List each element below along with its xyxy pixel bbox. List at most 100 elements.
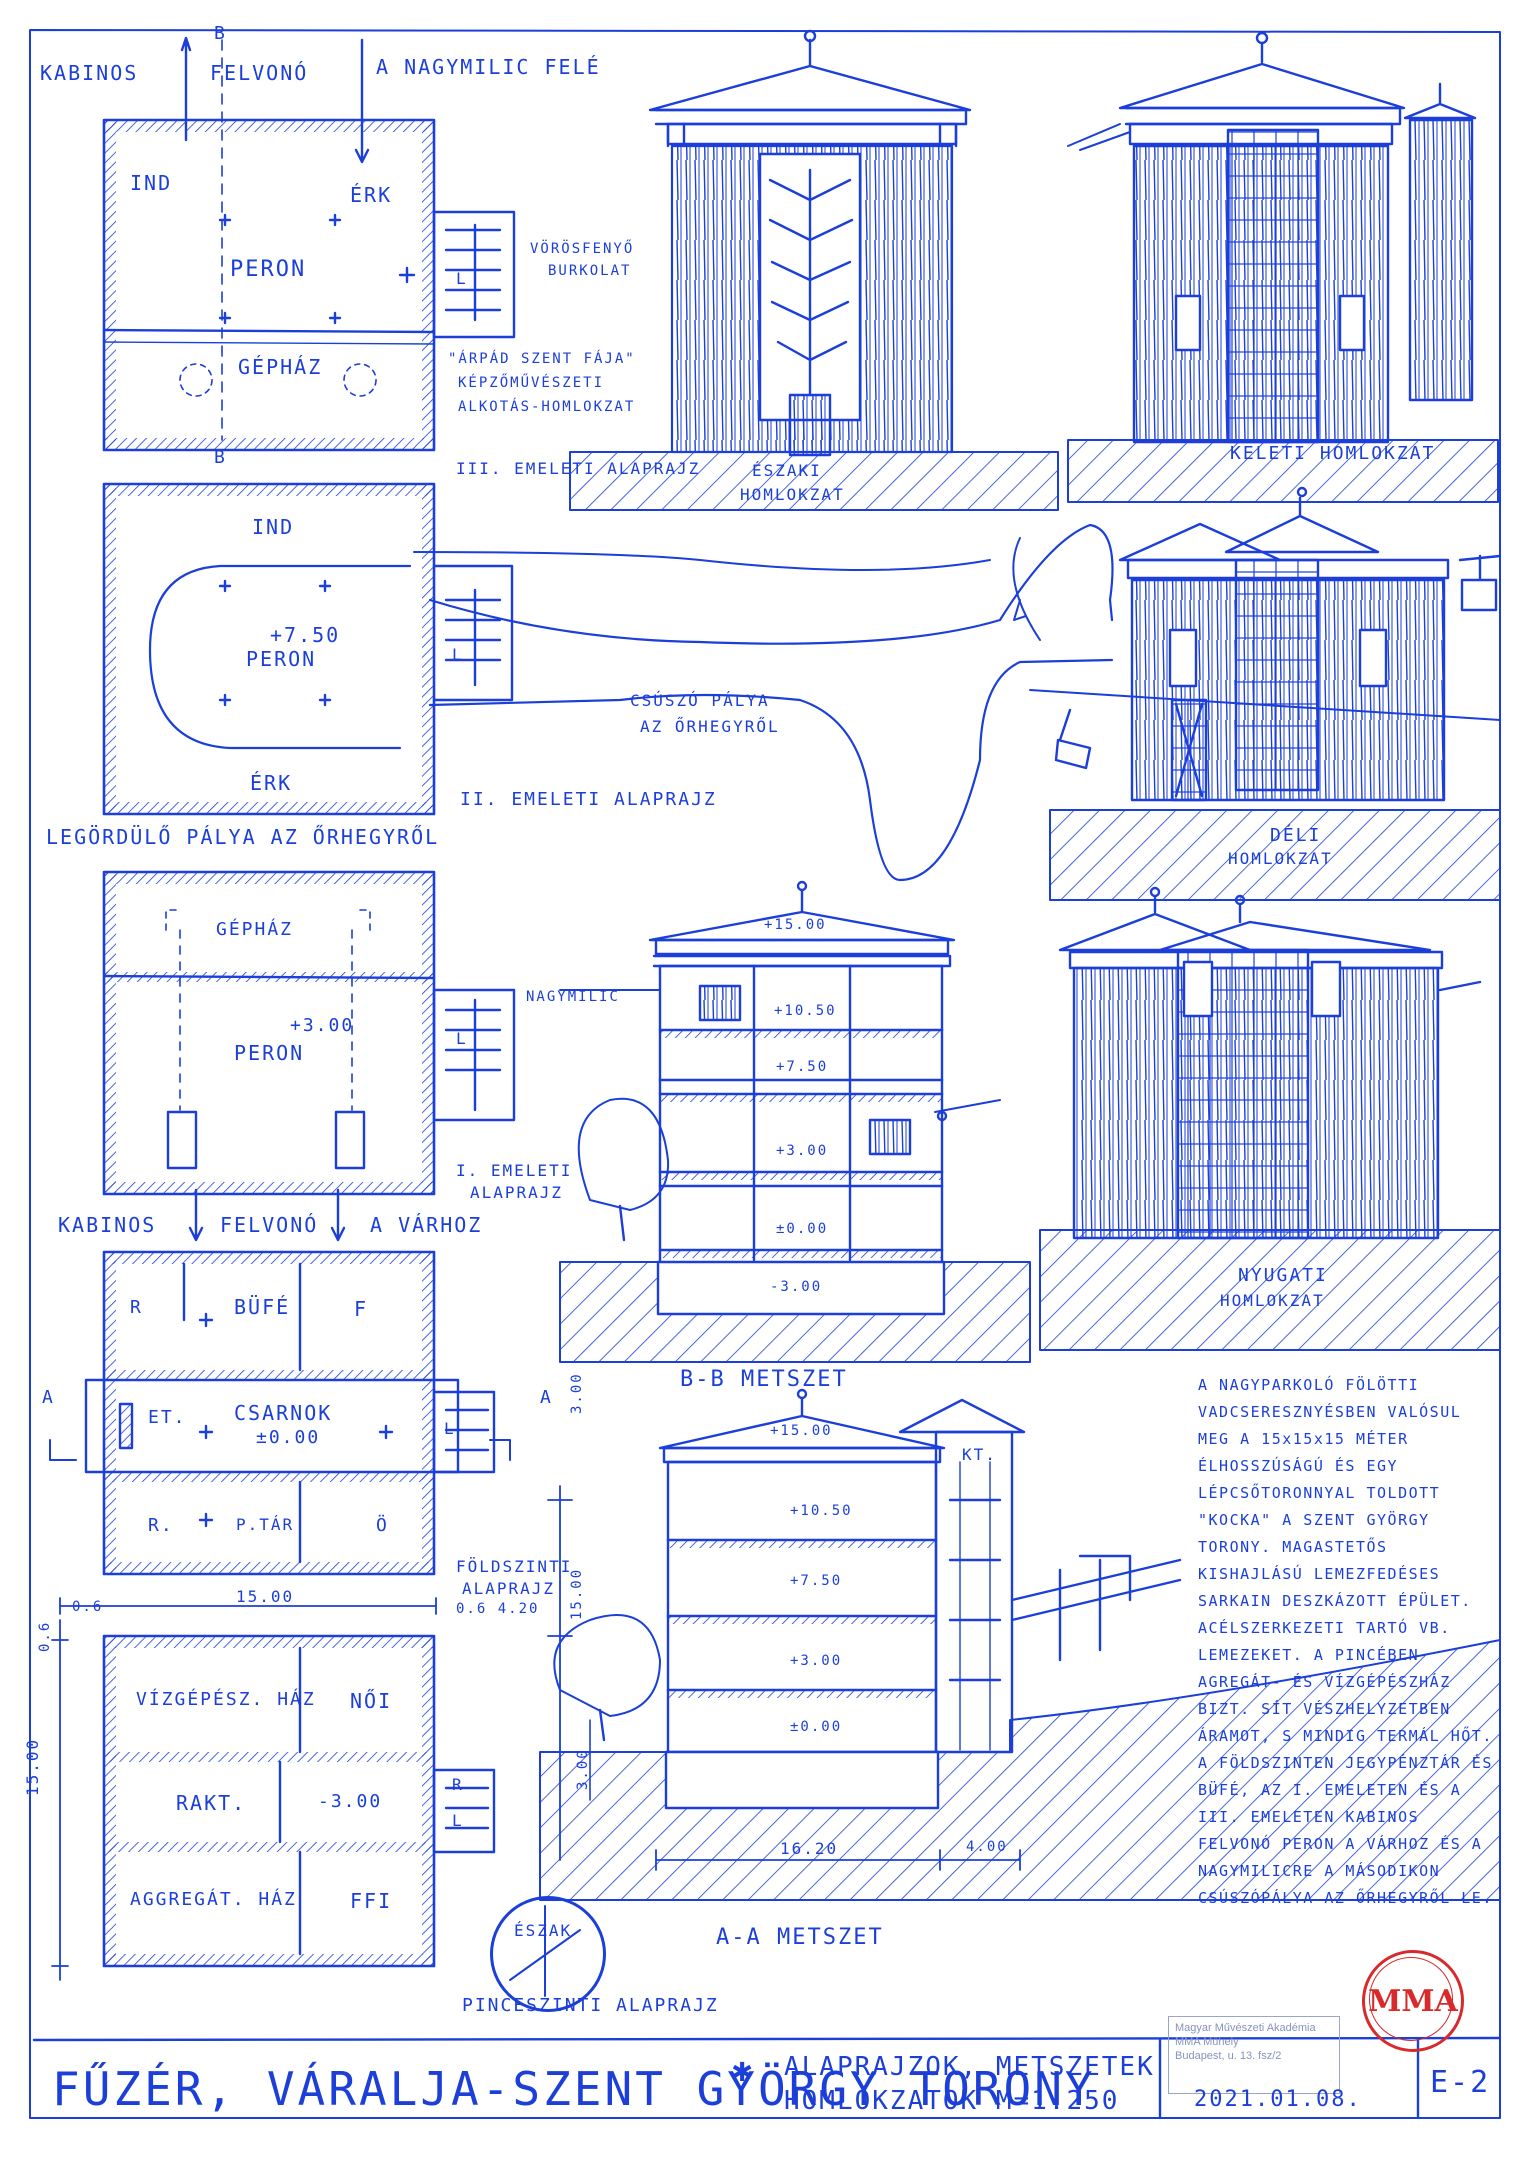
ground-hatch-south [1049, 809, 1501, 901]
label-vizgepesz: VÍZGÉPÉSZ. HÁZ [136, 1689, 316, 1710]
label-art-2: KÉPZŐMŰVÉSZETI [458, 375, 605, 391]
sheet-number: E-2 [1430, 2065, 1491, 2100]
stamp-line-3: Budapest, u. 13. fsz/2 [1175, 2050, 1282, 2062]
sheet-date: 2021.01.08. [1194, 2087, 1362, 2112]
label-aa-300: +3.00 [790, 1653, 843, 1669]
basement-plan [51, 1619, 496, 1981]
label-felvono-bottom: FELVONÓ [220, 1213, 319, 1237]
label-cladding-2: BURKOLAT [548, 263, 632, 279]
south-elevation [1029, 486, 1502, 802]
label-kabinos-bottom: KABINOS [58, 1213, 157, 1237]
label-gephaz-3: GÉPHÁZ [238, 355, 323, 379]
label-bb-300: +3.00 [776, 1143, 829, 1159]
red-seal: MMA [1362, 1950, 1464, 2052]
label-3rd-floor-plan: III. EMELETI ALAPRAJZ [456, 459, 701, 478]
label-felvono-top: FELVONÓ [210, 61, 309, 85]
label-cut-b-bottom: B [214, 447, 227, 468]
label-west-elev-1: NYUGATI [1238, 1265, 1328, 1286]
label-level-300: +3.00 [290, 1015, 355, 1036]
label-dim-1500-side: 15.00 [23, 1737, 42, 1796]
label-2nd-floor-plan: II. EMELETI ALAPRAJZ [460, 789, 717, 810]
label-bb-section: B-B METSZET [680, 1367, 848, 1392]
third-floor-plan [102, 36, 516, 452]
label-ground-plan-2: ALAPRAJZ [462, 1579, 556, 1598]
east-elevation [1067, 31, 1477, 444]
label-south-elev-2: HOMLOKZAT [1228, 849, 1333, 868]
label-aa-1050: +10.50 [790, 1503, 853, 1519]
label-level-m300: -3.00 [318, 1791, 383, 1812]
label-cut-b-top: B [214, 23, 227, 44]
label-ground-dims: 0.6 4.20 [456, 1601, 540, 1617]
label-bb-m300: -3.00 [770, 1279, 823, 1295]
label-aa-400: 4.00 [966, 1839, 1008, 1855]
second-floor-plan [102, 482, 1114, 882]
west-elevation [1058, 886, 1482, 1240]
ground-hatch-west [1039, 1229, 1501, 1351]
section-bb [559, 880, 1001, 1268]
label-aa-dim-1500: 15.00 [569, 1567, 585, 1620]
ground-hatch-east [1067, 439, 1499, 503]
label-bb-1050: +10.50 [774, 1003, 837, 1019]
office-stamp: Magyar Művészeti Akadémia MMA Műhely Bud… [1168, 2016, 1340, 2094]
label-stair-3: L [456, 269, 468, 288]
label-east-elev: KELETI HOMLOKZAT [1230, 443, 1436, 464]
label-aggregat: AGGREGÁT. HÁZ [130, 1889, 297, 1910]
label-f: F [354, 1297, 369, 1321]
label-slide-2: AZ ŐRHEGYRŐL [640, 717, 780, 736]
sheet-subtitle-1: ALAPRAJZOK, METSZETEK [784, 2052, 1155, 2082]
label-bb-nagymilic: NAGYMILIC [526, 989, 620, 1005]
label-dim-06-side: 0.6 [37, 1620, 53, 1652]
label-ffi: FFI [350, 1889, 393, 1913]
label-csarnok: CSARNOK [234, 1401, 333, 1425]
label-aa-000: ±0.00 [790, 1719, 843, 1735]
label-level-750: +7.50 [270, 623, 341, 647]
ground-floor-plan [49, 1250, 511, 1615]
label-r-basement: R [452, 1775, 464, 1794]
label-o: Ö [376, 1515, 389, 1536]
label-bb-1500: +15.00 [764, 917, 827, 933]
ground-hatch-aa [539, 1639, 1501, 1901]
slide-track [148, 523, 1114, 882]
label-north: ÉSZAK [514, 1921, 573, 1940]
label-stair-b: L [452, 1811, 464, 1830]
label-rakt: RAKT. [176, 1791, 247, 1815]
label-1st-floor-2: ALAPRAJZ [470, 1183, 564, 1202]
label-bufe: BÜFÉ [234, 1295, 291, 1319]
label-slide-1: CSÚSZÓ PÁLYA [630, 691, 770, 710]
label-peron-2: PERON [246, 647, 317, 671]
label-kabinos-top: KABINOS [40, 61, 139, 85]
label-level-000: ±0.00 [256, 1427, 321, 1448]
label-south-elev-1: DÉLI [1270, 825, 1322, 846]
label-erk-2: ÉRK [250, 771, 293, 795]
description-note: A NAGYPARKOLÓ FÖLÖTTI VADCSERESZNYÉSBEN … [1198, 1376, 1493, 1907]
label-stair-0: L [444, 1419, 456, 1438]
sheet-title: FŰZÉR, VÁRALJA-SZENT GYÖRGY TORONY [52, 2062, 1096, 2116]
label-aa-section: A-A METSZET [716, 1925, 884, 1950]
label-1st-floor-1: I. EMELETI [456, 1161, 573, 1180]
label-et: ET. [148, 1407, 187, 1428]
label-aa-1500: +15.00 [770, 1423, 833, 1439]
label-r2-ground: R. [148, 1515, 174, 1536]
label-basement-plan: PINCESZINTI ALAPRAJZ [462, 1995, 719, 2016]
label-gephaz-1: GÉPHÁZ [216, 919, 294, 940]
label-stair-2: L [452, 645, 464, 664]
label-aa-kt: KT. [962, 1445, 997, 1464]
label-stair-1: L [456, 1029, 468, 1048]
label-noi: NŐI [350, 1689, 393, 1713]
title-band-line [32, 2036, 1502, 2042]
label-erk-3: ÉRK [350, 183, 393, 207]
asterisk-icon: ✱ [732, 2050, 755, 2090]
label-aa-dim-300: 3.00 [569, 1372, 585, 1414]
ground-hatch-north [569, 451, 1059, 511]
label-dim-1500-top: 15.00 [236, 1587, 295, 1606]
label-north-elev-2: HOMLOKZAT [740, 485, 845, 504]
north-elevation [648, 29, 972, 457]
label-cladding-1: VÖRÖSFENYŐ [530, 241, 635, 257]
label-cut-a-right: A [540, 1387, 553, 1408]
label-peron-3: PERON [230, 257, 307, 282]
label-ground-plan-1: FÖLDSZINTI [456, 1557, 573, 1576]
label-bb-750: +7.50 [776, 1059, 829, 1075]
sheet-subtitle-2: HOMLOKZATOK M=1:250 [784, 2086, 1120, 2116]
label-west-elev-2: HOMLOKZAT [1220, 1291, 1325, 1310]
